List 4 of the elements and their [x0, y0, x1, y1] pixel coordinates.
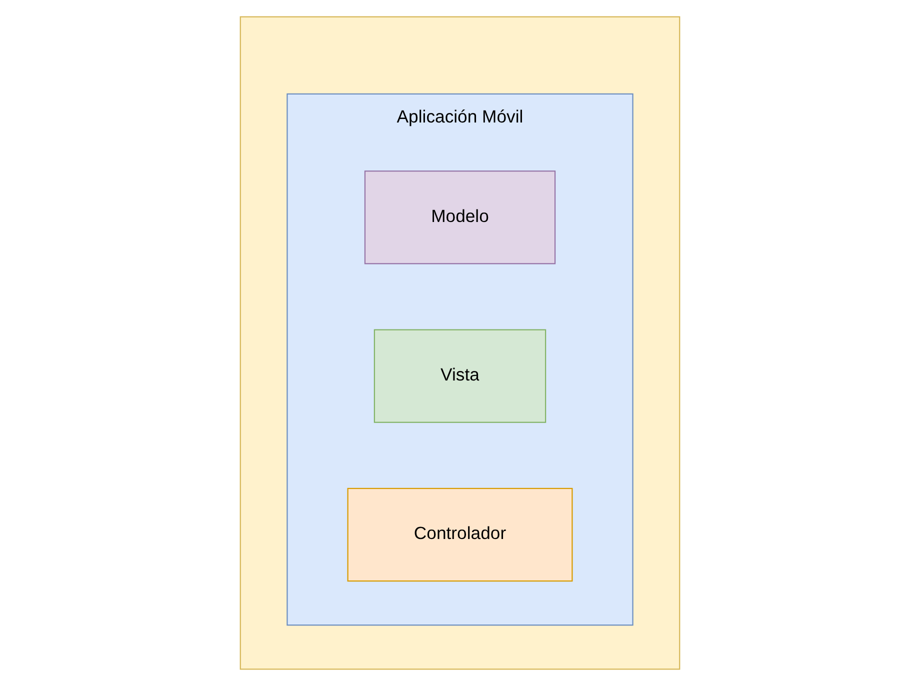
node-box: Modelo — [364, 170, 556, 264]
node-box: Controlador — [347, 487, 573, 582]
cluster — [240, 16, 680, 670]
node-box: Vista — [374, 328, 546, 422]
